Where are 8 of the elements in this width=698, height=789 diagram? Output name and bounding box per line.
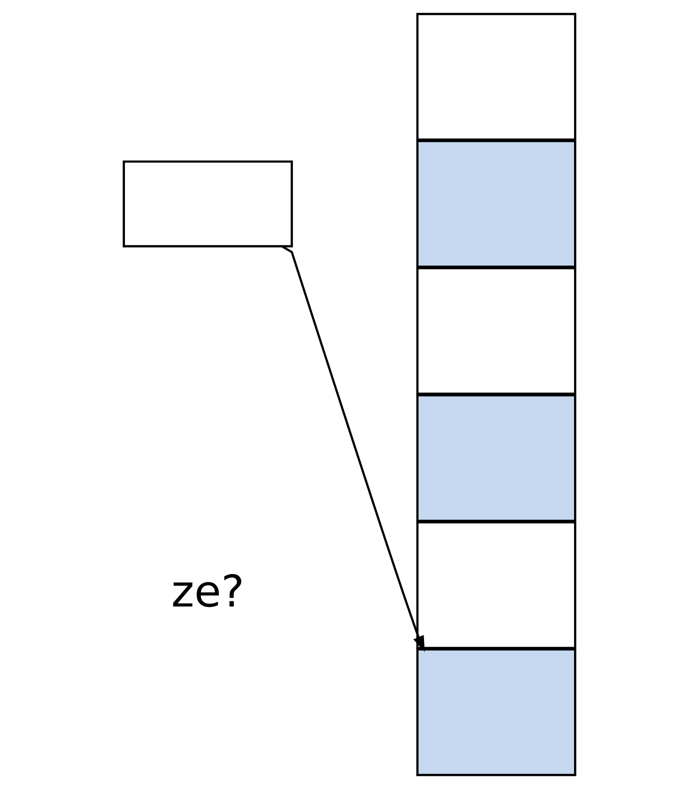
label: ze? bbox=[170, 566, 244, 618]
node-box bbox=[416, 267, 576, 395]
node-box bbox=[122, 160, 292, 248]
node-box bbox=[416, 648, 576, 776]
node-box bbox=[416, 12, 576, 141]
node-box bbox=[416, 140, 576, 268]
node-box bbox=[416, 521, 576, 649]
node-box bbox=[416, 394, 576, 522]
